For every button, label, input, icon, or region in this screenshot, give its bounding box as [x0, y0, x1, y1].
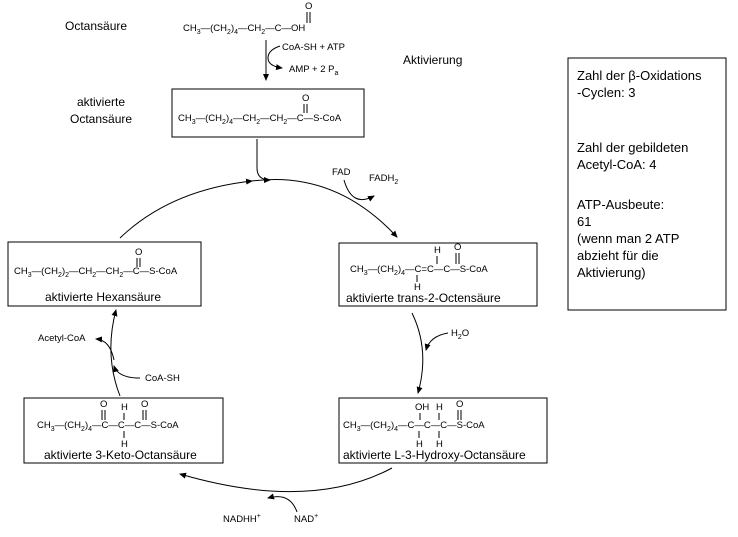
- octansaeure-oxygen: O: [305, 1, 312, 12]
- svg-text:CH3—(CH2)4—C=C—C—S-CoA: CH3—(CH2)4—C=C—C—S-CoA: [350, 264, 488, 277]
- nad-reduction-arrow: [267, 493, 298, 513]
- info-line-2: -Cyclen: 3: [577, 85, 636, 100]
- fad-reduction-arrow: [343, 179, 375, 202]
- hexanoic-label: aktivierte Hexansäure: [45, 290, 161, 304]
- cycle-arc-thiolysis: [110, 309, 121, 397]
- acetyl-coa-label: Acetyl-CoA: [38, 333, 86, 344]
- svg-text:O: O: [135, 247, 142, 258]
- info-line-1: Zahl der β-Oxidations: [577, 68, 702, 83]
- info-line-4: Acetyl-CoA: 4: [577, 157, 656, 172]
- octansaeure-formula: CH3—(CH2)4—CH2—C—OH O: [183, 1, 312, 36]
- svg-text:CH3—(CH2)4—CH2—C—OH: CH3—(CH2)4—CH2—C—OH: [183, 23, 305, 36]
- info-line-3: Zahl der gebildeten: [577, 140, 688, 155]
- atp-consumption-arrow: [267, 45, 283, 71]
- activation-products: AMP + 2 Pa: [289, 64, 339, 77]
- cycle-arc-oxidation: [179, 467, 393, 493]
- info-line-5: ATP-Ausbeute:: [577, 197, 664, 212]
- info-line-8: abzieht für die: [577, 248, 659, 263]
- svg-text:H: H: [436, 439, 443, 450]
- info-line-6: 61: [577, 214, 591, 229]
- cycle-arc-hydration: [411, 312, 424, 394]
- cycle-arc-restart: [119, 178, 253, 239]
- activated-octanoic-label-1: aktivierte: [77, 95, 125, 109]
- fadh2-label: FADH2: [369, 173, 398, 186]
- fad-label: FAD: [332, 167, 351, 178]
- svg-text:H: H: [414, 282, 421, 293]
- hexanoic-box: [7, 241, 202, 307]
- info-box: [567, 57, 727, 311]
- svg-text:O: O: [100, 399, 107, 410]
- svg-text:OH: OH: [415, 402, 429, 413]
- svg-text:O: O: [141, 399, 148, 410]
- coa-sh-label: CoA-SH: [145, 373, 180, 384]
- svg-text:H: H: [121, 439, 128, 450]
- trans-octenoic-box: [338, 242, 538, 307]
- svg-text:CH3—(CH2)4—CH2—CH2—C—S-CoA: CH3—(CH2)4—CH2—CH2—C—S-CoA: [178, 113, 342, 126]
- hydroxy-formula: CH3—(CH2)4—C—C—C—S-CoA OH H H H O: [343, 399, 485, 450]
- water-label: H2O: [451, 328, 469, 341]
- cycle-arc-dehydrogenation: [251, 178, 398, 238]
- nad-label: NAD+: [294, 513, 318, 525]
- svg-text:O: O: [454, 242, 461, 253]
- svg-text:H: H: [436, 402, 443, 413]
- activation-reagents: CoA-SH + ATP: [282, 42, 345, 53]
- octansaeure-label: Octansäure: [65, 19, 127, 33]
- trans-octenoic-label: aktivierte trans-2-Octensäure: [346, 291, 501, 305]
- keto-formula: CH3—(CH2)4—C—C—C—S-CoA O H H O: [37, 399, 179, 450]
- svg-text:H: H: [416, 439, 423, 450]
- svg-text:CH3—(CH2)4—C—C—C—S-CoA: CH3—(CH2)4—C—C—C—S-CoA: [37, 420, 179, 433]
- info-line-9: Aktivierung): [577, 265, 646, 280]
- keto-label: aktivierte 3-Keto-Octansäure: [44, 448, 197, 462]
- nadh-label: NADHH+: [223, 513, 261, 525]
- activated-octanoic-label-2: Octansäure: [70, 112, 132, 126]
- trans-octenoic-formula: CH3—(CH2)4—C=C—C—S-CoA H H O: [350, 242, 488, 293]
- activated-octanoic-formula: CH3—(CH2)4—CH2—CH2—C—S-CoA O: [178, 93, 342, 126]
- svg-text:O: O: [456, 399, 463, 410]
- activated-octanoic-box: [171, 88, 365, 138]
- svg-text:H: H: [121, 402, 128, 413]
- keto-box: [23, 397, 224, 464]
- coa-sh-addition-arrow: [113, 365, 141, 379]
- enter-cycle-arrow: [256, 139, 271, 183]
- hydroxy-box: [338, 397, 548, 464]
- svg-text:CH3—(CH2)2—CH2—CH2—C—S-CoA: CH3—(CH2)2—CH2—CH2—C—S-CoA: [14, 266, 178, 279]
- acetyl-coa-release-arrow: [95, 336, 115, 361]
- svg-text:O: O: [302, 93, 309, 104]
- hydroxy-label: aktivierte L-3-Hydroxy-Octansäure: [343, 448, 526, 462]
- info-line-7: (wenn man 2 ATP: [577, 231, 679, 246]
- water-addition-arrow: [424, 332, 449, 351]
- hexanoic-formula: CH3—(CH2)2—CH2—CH2—C—S-CoA O: [14, 247, 178, 279]
- svg-text:CH3—(CH2)4—C—C—C—S-CoA: CH3—(CH2)4—C—C—C—S-CoA: [343, 420, 485, 433]
- activation-label: Aktivierung: [403, 53, 462, 67]
- svg-text:H: H: [434, 245, 441, 256]
